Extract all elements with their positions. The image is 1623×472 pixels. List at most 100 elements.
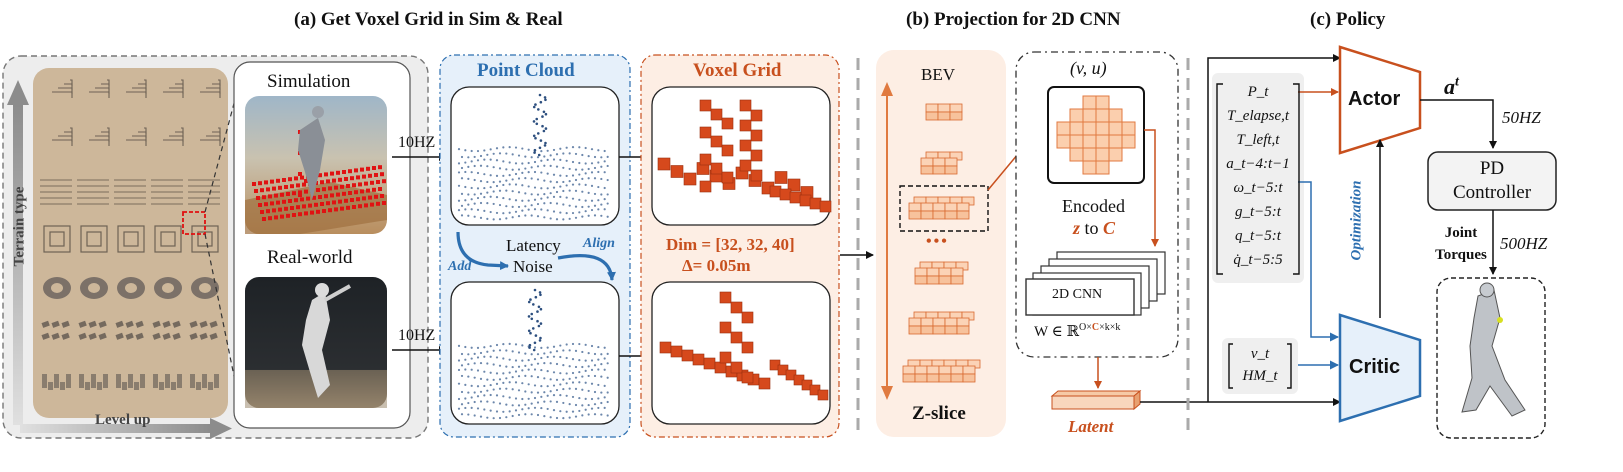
- pc-point: [502, 410, 505, 413]
- terrain-stone: [78, 332, 87, 340]
- point-cloud-title: Point Cloud: [477, 60, 575, 81]
- pc-point: [597, 199, 600, 202]
- sim-red-point: [300, 175, 304, 180]
- voxel-grid-real: [651, 281, 831, 425]
- pc-point: [464, 199, 467, 202]
- terrain-pit-square: [117, 225, 145, 253]
- pc-point: [470, 346, 473, 349]
- pc-point: [483, 370, 486, 373]
- pc-point: [536, 165, 540, 168]
- pc-point: [593, 214, 597, 217]
- pc-point: [514, 199, 518, 202]
- pc-point: [606, 376, 609, 379]
- bev-cell: [950, 267, 964, 277]
- pc-point: [568, 387, 571, 390]
- pc-point: [587, 365, 590, 368]
- pc-point: [498, 167, 502, 170]
- pc-point: [559, 211, 562, 214]
- pc-point: [543, 164, 546, 167]
- pc-point: [486, 180, 489, 184]
- pc-point: [565, 394, 568, 397]
- vu-cell: [1082, 121, 1097, 136]
- sim-red-point: [306, 196, 310, 201]
- section-c-title: (c) Policy: [1310, 9, 1386, 30]
- sim-red-point: [342, 191, 346, 196]
- sim-red-point: [282, 178, 286, 182]
- pc-point: [527, 359, 530, 362]
- pc-point: [562, 364, 565, 367]
- pc-point: [536, 156, 540, 159]
- pc-point: [479, 415, 483, 418]
- sim-red-point: [336, 192, 340, 197]
- sim-red-point: [346, 184, 350, 188]
- pc-point: [517, 168, 521, 171]
- pc-point: [584, 172, 587, 175]
- pc-point: [540, 149, 543, 153]
- pc-point: [593, 352, 597, 356]
- sim-red-point: [358, 182, 362, 187]
- pc-point: [483, 355, 486, 358]
- pc-point: [508, 198, 511, 201]
- sim-red-point: [328, 208, 332, 213]
- pc-point: [470, 149, 473, 153]
- sim-red-point: [376, 201, 380, 206]
- pc-point: [565, 382, 568, 385]
- pc-point: [590, 184, 594, 187]
- terrain-ring-center: [51, 283, 63, 293]
- pc-point: [517, 177, 521, 180]
- pc-point: [495, 394, 499, 397]
- bev-cell: [932, 317, 946, 327]
- pc-figure-point: [531, 327, 535, 330]
- sim-red-point: [288, 177, 292, 182]
- pc-point: [527, 170, 530, 174]
- pc-figure-point: [537, 153, 541, 157]
- pc-point: [483, 346, 486, 349]
- pc-point: [505, 152, 508, 155]
- vu-cell: [1056, 121, 1071, 136]
- sim-red-point: [284, 206, 288, 211]
- terrain-block: [66, 374, 71, 388]
- pc-point: [549, 192, 552, 195]
- pc-point: [527, 161, 530, 165]
- pc-point: [581, 388, 584, 391]
- joint-torques-text: Joint Torques: [1430, 222, 1492, 266]
- sim-red-point: [256, 196, 260, 200]
- pc-point: [483, 158, 486, 161]
- pc-point: [486, 153, 489, 156]
- real-world-label: Real-world: [267, 247, 353, 268]
- bev-cell: [914, 373, 928, 383]
- pc-point: [546, 355, 549, 359]
- pc-point: [505, 387, 508, 390]
- pc-point: [606, 362, 609, 365]
- terrain-block: [91, 374, 96, 388]
- pc-point: [584, 369, 587, 372]
- pc-point: [473, 414, 476, 417]
- pc-point: [514, 162, 518, 165]
- vu-cell: [1069, 147, 1084, 162]
- pc-point: [600, 353, 603, 356]
- pc-point: [565, 410, 568, 413]
- sim-red-point: [346, 205, 350, 210]
- terrain-stone: [162, 332, 171, 340]
- pc-point: [597, 161, 600, 164]
- cnn-label: 2D CNN: [1052, 287, 1103, 302]
- terrain-stone: [209, 320, 218, 328]
- pc-figure-point: [532, 120, 536, 123]
- terrain-ring-center: [162, 283, 174, 293]
- z-to-c-label: z to C: [1073, 218, 1115, 239]
- voxel-cube: [719, 351, 732, 364]
- voxel-cube: [758, 377, 771, 390]
- pc-point: [555, 400, 559, 404]
- pc-point: [502, 146, 505, 149]
- pc-point: [511, 350, 514, 353]
- terrain-stair-mark: [52, 139, 73, 146]
- pc-figure-point: [533, 148, 537, 152]
- sim-red-point: [356, 197, 360, 202]
- terrain-block: [60, 382, 65, 390]
- pc-point: [511, 205, 514, 208]
- sim-red-point: [360, 189, 364, 194]
- pc-point: [565, 196, 568, 199]
- pc-point: [540, 346, 543, 349]
- pc-figure-point: [537, 305, 541, 309]
- cnn-layer-stack: [1025, 251, 1166, 316]
